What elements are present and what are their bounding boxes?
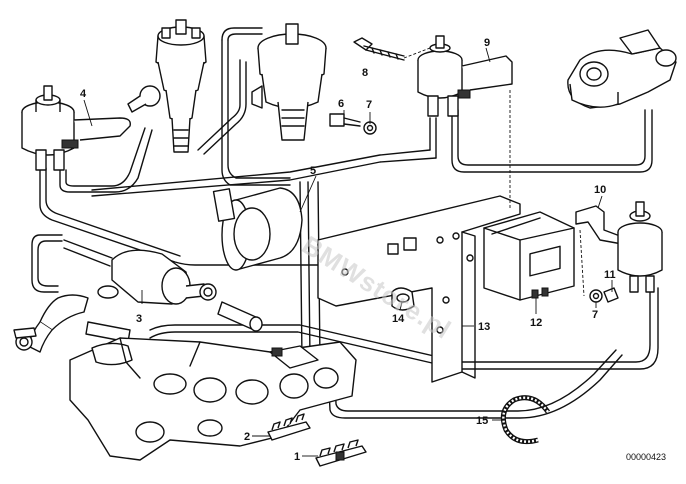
callout-3: 3 [136,313,142,325]
screw-parts [329,37,405,135]
callout-12: 12 [530,317,542,329]
vacuum-valve-9 [417,35,513,117]
ignition-distributor [127,19,207,153]
callout-7-lower: 7 [592,309,598,321]
vacuum-canister [212,187,303,271]
vacuum-valve-10 [575,201,663,293]
connector-clips [267,413,367,467]
callout-leaders [83,47,613,457]
callout-9: 9 [484,37,490,49]
callout-7-upper: 7 [366,99,372,111]
callout-1: 1 [294,451,300,463]
idle-valve [567,29,677,109]
callout-4: 4 [80,88,87,100]
callout-2: 2 [244,431,250,443]
control-unit [483,211,575,301]
bracket-plate [317,195,521,383]
callout-8: 8 [362,67,368,79]
callout-11: 11 [604,269,616,281]
vacuum-valve-4 [21,85,131,171]
callout-6: 6 [338,98,344,110]
callout-5: 5 [310,165,316,177]
diaphragm-valve [251,23,327,141]
callout-13: 13 [478,321,490,333]
intake-manifold [69,337,357,461]
drawing-code: 00000423 [626,452,666,462]
callout-15: 15 [476,415,488,427]
callout-labels: 1 2 3 4 5 6 7 7 8 9 10 11 12 13 14 15 [80,37,616,463]
callout-10: 10 [594,184,606,196]
fuel-pump [63,239,217,305]
callout-14: 14 [392,313,405,325]
small-parts [387,237,619,445]
